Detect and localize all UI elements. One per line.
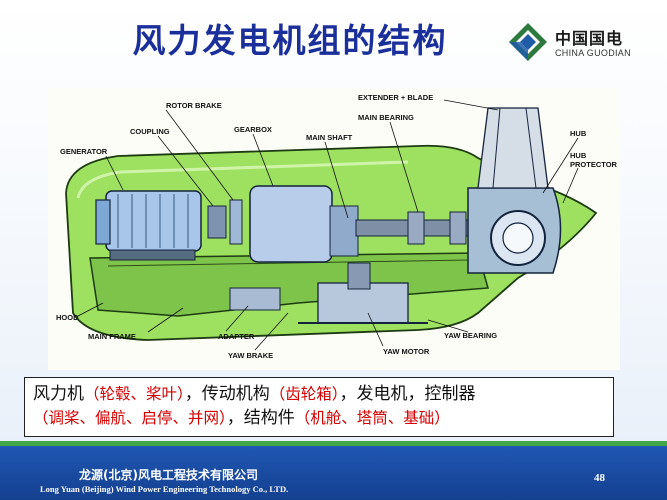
footer: 龙源(北京)风电工程技术有限公司 Long Yuan (Beijing) Win… xyxy=(0,446,667,500)
desc-structure-parts: （机舱、塔筒、基础） xyxy=(294,409,450,427)
label-generator: GENERATOR xyxy=(60,147,108,156)
label-gearbox: GEARBOX xyxy=(234,125,272,134)
label-hub-protector-2: PROTECTOR xyxy=(570,160,618,169)
nacelle-illustration: ROTOR BRAKE COUPLING GENERATOR GEARBOX M… xyxy=(56,93,618,360)
label-rotor-brake: ROTOR BRAKE xyxy=(166,101,222,110)
label-hood: HOOD xyxy=(56,313,79,322)
logo-name-en: CHINA GUODIAN xyxy=(555,48,631,58)
label-main-frame: MAIN FRAME xyxy=(88,332,136,341)
label-extender-blade: EXTENDER + BLADE xyxy=(358,93,433,102)
label-main-shaft: MAIN SHAFT xyxy=(306,133,353,142)
desc-structure: ，结构件 xyxy=(226,408,295,428)
guodian-logo-icon xyxy=(509,23,547,61)
nacelle-diagram: ROTOR BRAKE COUPLING GENERATOR GEARBOX M… xyxy=(48,88,620,370)
footer-accent-bar xyxy=(0,441,667,446)
label-hub-protector-1: HUB xyxy=(570,151,587,160)
structure-description: 风力机（轮毂、桨叶），传动机构（齿轮箱），发电机，控制器 （调桨、偏航、启停、并… xyxy=(24,377,614,437)
company-logo: 中国国电 CHINA GUODIAN xyxy=(507,21,657,67)
desc-generator-controller: ，发电机，控制器 xyxy=(339,384,476,404)
label-adapter: ADAPTER xyxy=(218,332,255,341)
desc-controller-parts: （调桨、偏航、启停、并网） xyxy=(33,409,227,427)
desc-wind-turbine-parts: （轮毂、桨叶） xyxy=(84,385,185,403)
page-number: 48 xyxy=(594,472,605,484)
label-yaw-bearing: YAW BEARING xyxy=(444,331,497,340)
label-yaw-motor: YAW MOTOR xyxy=(383,347,430,356)
slide-title: 风力发电机组的结构 xyxy=(132,21,448,60)
footer-company-en: Long Yuan (Beijing) Wind Power Engineeri… xyxy=(40,484,289,494)
desc-drivetrain: ，传动机构 xyxy=(184,384,270,404)
logo-name-cn: 中国国电 xyxy=(555,29,624,48)
description-line-2: （调桨、偏航、启停、并网），结构件（机舱、塔筒、基础） xyxy=(33,406,605,430)
label-main-bearing: MAIN BEARING xyxy=(358,113,414,122)
description-line-1: 风力机（轮毂、桨叶），传动机构（齿轮箱），发电机，控制器 xyxy=(33,382,605,406)
footer-company-cn: 龙源(北京)风电工程技术有限公司 xyxy=(79,468,258,482)
label-yaw-brake: YAW BRAKE xyxy=(228,351,273,360)
desc-drivetrain-parts: （齿轮箱） xyxy=(269,385,340,403)
label-hub: HUB xyxy=(570,129,587,138)
label-coupling: COUPLING xyxy=(130,127,170,136)
desc-wind-turbine: 风力机 xyxy=(33,384,84,404)
